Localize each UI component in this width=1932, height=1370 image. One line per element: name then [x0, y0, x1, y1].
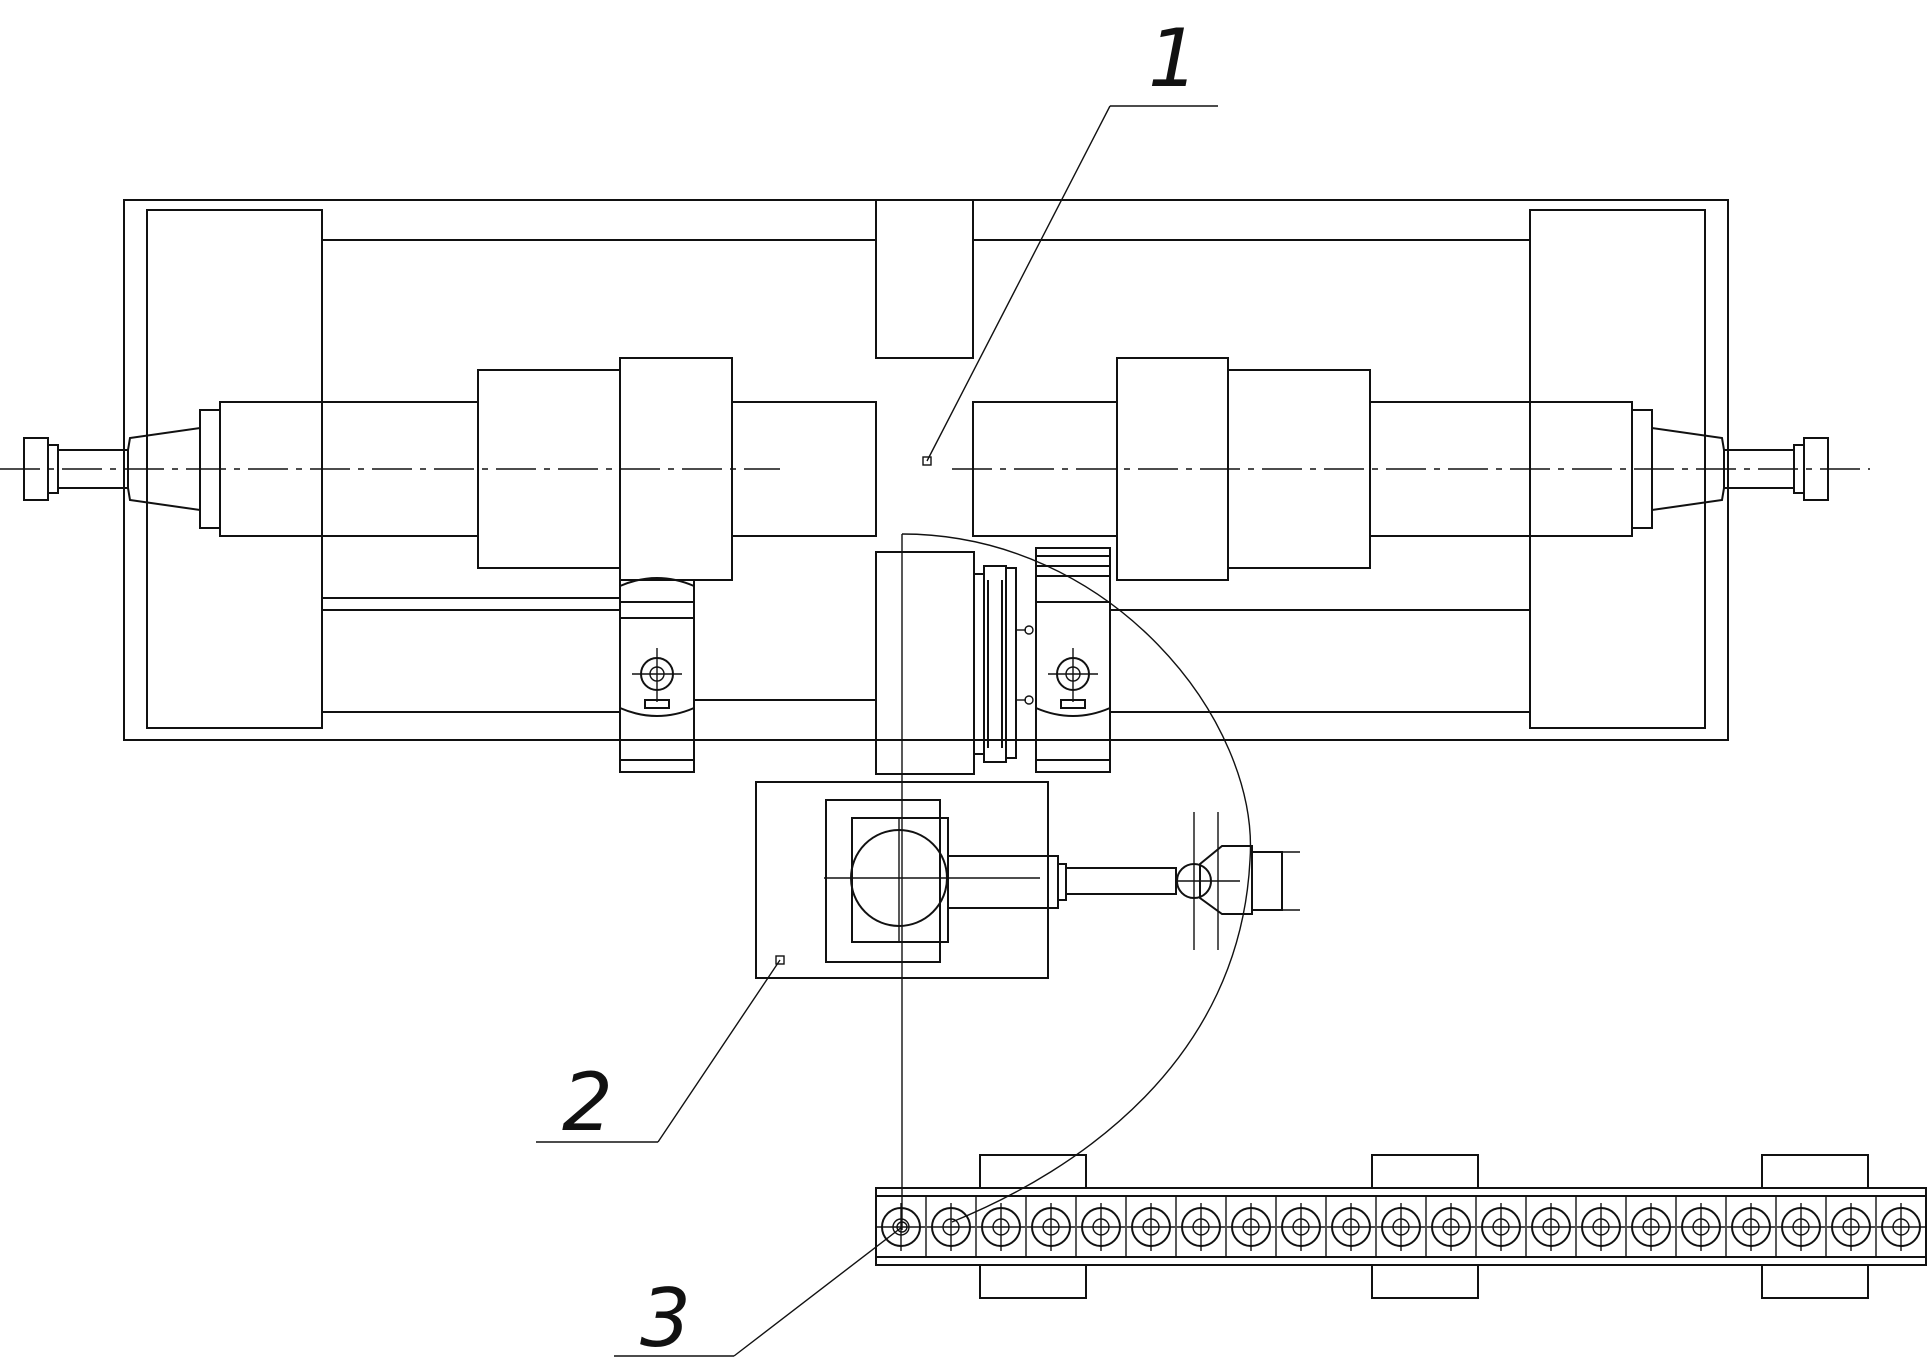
conveyor-roller: [1525, 1196, 1575, 1257]
machine-frame: [123, 199, 1729, 741]
roller-conveyor: [875, 1154, 1927, 1299]
conveyor-roller: [1625, 1196, 1675, 1257]
conveyor-roller: [1575, 1196, 1625, 1257]
callout-leaders: [536, 105, 1218, 1357]
conveyor-roller: [1775, 1196, 1825, 1257]
conveyor-roller: [1825, 1196, 1875, 1257]
conveyor-roller: [1725, 1196, 1775, 1257]
center-carriage: [875, 551, 1034, 775]
conveyor-roller: [1075, 1196, 1125, 1257]
conveyor-roller: [1875, 1196, 1925, 1257]
conveyor-roller: [925, 1196, 975, 1257]
drive-unit: [755, 781, 1300, 979]
conveyor-roller: [1425, 1196, 1475, 1257]
conveyor-roller: [1275, 1196, 1325, 1257]
conveyor-roller: [1475, 1196, 1525, 1257]
conveyor-roller: [1375, 1196, 1425, 1257]
swing-arc: [901, 533, 1252, 1223]
conveyor-rollers: [875, 1196, 1925, 1257]
callout-label-3: 3: [640, 1272, 691, 1365]
right-clamp: [1035, 547, 1111, 773]
left-clamp: [619, 577, 695, 773]
conveyor-roller: [1675, 1196, 1725, 1257]
conveyor-roller: [1125, 1196, 1175, 1257]
conveyor-roller: [1225, 1196, 1275, 1257]
conveyor-roller: [1025, 1196, 1075, 1257]
conveyor-roller: [875, 1196, 925, 1257]
callout-label-2: 2: [562, 1056, 613, 1149]
callout-label-1: 1: [1148, 12, 1199, 105]
conveyor-roller: [975, 1196, 1025, 1257]
conveyor-roller: [1175, 1196, 1225, 1257]
conveyor-roller: [1325, 1196, 1375, 1257]
